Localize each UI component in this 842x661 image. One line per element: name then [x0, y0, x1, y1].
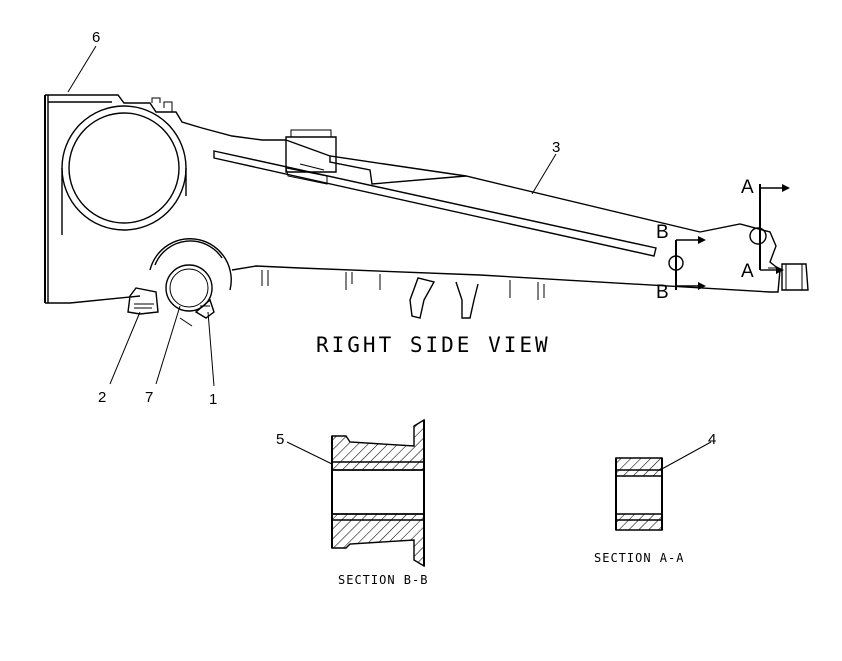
- callout-1: 1: [209, 391, 217, 408]
- cut-line-b: [675, 236, 706, 290]
- upper-bore: [61, 105, 187, 235]
- arm-outline: [44, 94, 771, 319]
- leader-lines: [67, 45, 712, 471]
- cut-marker-a-bottom: A: [741, 261, 754, 282]
- section-bb-drawing: [331, 418, 425, 568]
- section-aa-title: SECTION A-A: [594, 551, 684, 565]
- view-title: RIGHT SIDE VIEW: [316, 333, 551, 357]
- section-bb-title: SECTION B-B: [338, 573, 428, 587]
- arm-tip: [668, 223, 809, 293]
- cut-line-a: [759, 184, 790, 274]
- section-aa-drawing: [615, 457, 663, 531]
- callout-6: 6: [92, 29, 100, 46]
- callout-3: 3: [552, 139, 560, 156]
- cut-marker-a-top: A: [741, 177, 754, 198]
- cut-marker-b-bottom: B: [656, 282, 669, 303]
- callout-2: 2: [98, 389, 106, 406]
- cut-marker-b-top: B: [656, 222, 669, 243]
- callout-4: 4: [708, 431, 716, 448]
- callout-7: 7: [145, 389, 153, 406]
- lower-boss: [149, 238, 232, 327]
- callout-5: 5: [276, 431, 284, 448]
